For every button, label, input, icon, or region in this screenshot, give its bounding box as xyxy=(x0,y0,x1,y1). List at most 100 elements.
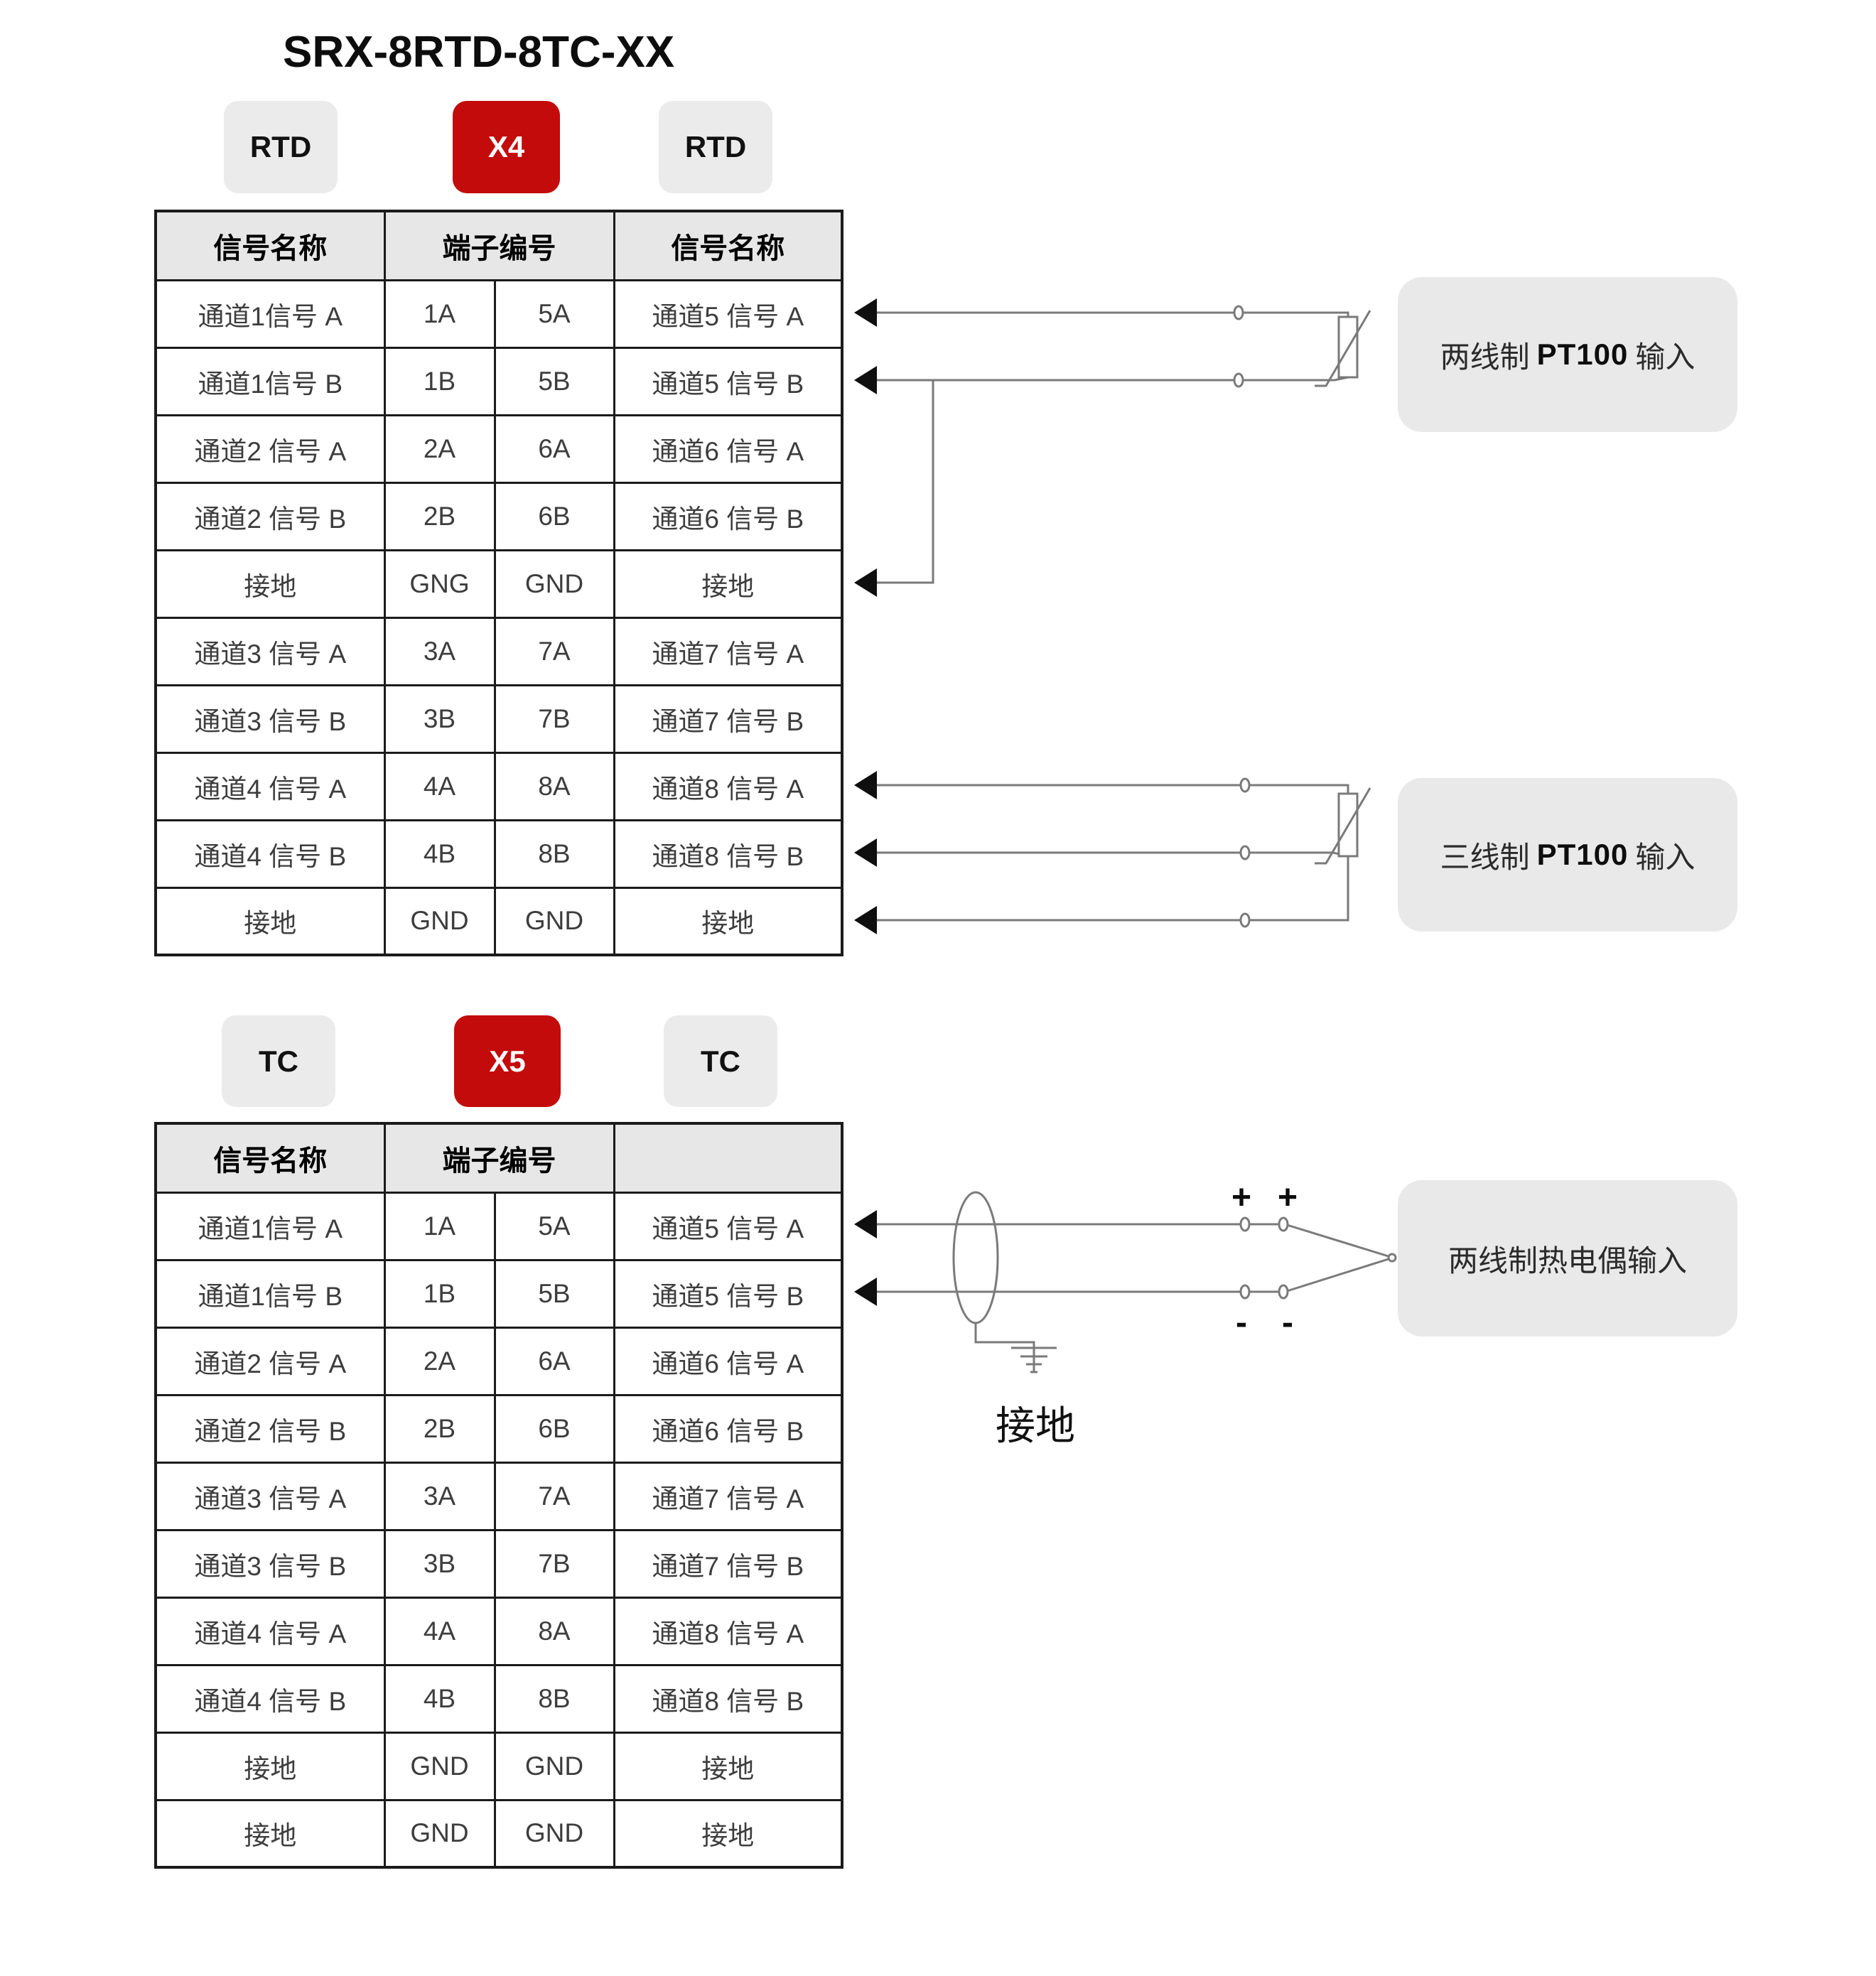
connector-point-icon xyxy=(1239,777,1251,793)
table-cell: 接地 xyxy=(613,1731,843,1801)
wire xyxy=(877,851,1349,858)
label-text: 输入 xyxy=(1635,340,1696,374)
table-cell: 通道3 信号 A xyxy=(154,616,386,686)
table-cell: 2B xyxy=(383,481,496,551)
table-header-row: 信号名称 端子编号 xyxy=(154,1122,843,1194)
table-cell: 1B xyxy=(383,346,496,416)
wire xyxy=(877,784,1349,794)
table-cell: 通道8 信号 B xyxy=(613,819,843,889)
table-cell: 通道5 信号 B xyxy=(613,346,843,416)
table-cell: 2B xyxy=(383,1393,496,1464)
table-cell: 接地 xyxy=(613,1798,843,1869)
table-cell: 通道6 信号 A xyxy=(613,414,843,484)
arrow-left-icon xyxy=(854,568,877,597)
table-cell: 6A xyxy=(493,1326,615,1396)
label-text-bold: PT100 xyxy=(1536,838,1629,871)
wire xyxy=(1284,1257,1391,1293)
table-cell: GND xyxy=(493,1798,615,1869)
junction-point-icon xyxy=(1387,1253,1397,1263)
table-cell: 通道7 信号 A xyxy=(613,616,843,686)
connector-point-icon xyxy=(1233,372,1244,388)
table-cell: 5B xyxy=(493,1258,615,1329)
rtd-resistor-symbol xyxy=(1337,792,1359,858)
col-header-terminal-number: 端子编号 xyxy=(383,210,615,281)
pt100-2wire-arrows xyxy=(854,298,877,597)
table-cell: 通道7 信号 A xyxy=(613,1461,843,1531)
table-cell: 通道1信号 B xyxy=(154,346,386,416)
pt100-3wire-arrows xyxy=(854,771,877,934)
pt100-2wire-wiring xyxy=(877,305,1371,584)
table-cell: 通道7 信号 B xyxy=(613,1528,843,1599)
arrow-left-icon xyxy=(854,906,877,934)
connector-point-icon xyxy=(1239,845,1251,860)
table-cell: 3B xyxy=(383,1528,496,1599)
connector-point-icon xyxy=(1233,305,1244,320)
table-cell: 8A xyxy=(493,1596,615,1666)
pt100-3wire-label: 三线制 PT100 输入 xyxy=(1398,778,1737,932)
connector-type-badge-tc-left: TC xyxy=(222,1015,335,1107)
table-header-row: 信号名称 端子编号 信号名称 xyxy=(154,210,843,281)
ground-label: 接地 xyxy=(996,1405,1075,1449)
table-cell: 7A xyxy=(493,1461,615,1531)
connector-id-badge-x4: X4 xyxy=(453,101,560,193)
table-cell: 通道1信号 B xyxy=(154,1258,386,1329)
table-cell: 通道6 信号 B xyxy=(613,1393,843,1464)
page-title: SRX-8RTD-8TC-XX xyxy=(283,28,675,77)
ground-wire xyxy=(974,1323,1035,1372)
table-cell: 5A xyxy=(493,1191,615,1261)
rtd-resistor-diagonal xyxy=(1315,787,1371,865)
table-cell: 7B xyxy=(493,1528,615,1599)
table-cell: 2A xyxy=(383,1326,496,1396)
table-cell: 通道6 信号 B xyxy=(613,481,843,551)
label-text: 两线制 xyxy=(1440,340,1530,374)
arrow-left-icon xyxy=(854,1210,877,1238)
table-cell: 6B xyxy=(493,481,615,551)
label-text-bold: PT100 xyxy=(1536,338,1629,371)
table-cell: 通道4 信号 A xyxy=(154,751,386,821)
rtd-resistor-symbol xyxy=(1337,315,1359,379)
table-cell: 8B xyxy=(493,819,615,889)
pt100-2wire-label: 两线制 PT100 输入 xyxy=(1398,277,1737,432)
connector-type-badge-rtd-left: RTD xyxy=(224,101,338,193)
pt100-3wire-wiring xyxy=(877,777,1371,928)
polarity-minus-mark: - xyxy=(1282,1304,1293,1341)
table-cell: 通道3 信号 B xyxy=(154,684,386,754)
table-cell: 通道8 信号 B xyxy=(613,1663,843,1734)
col-header-signal-right: 信号名称 xyxy=(613,210,843,281)
table-cell: 通道7 信号 B xyxy=(613,684,843,754)
connector-point-icon xyxy=(1239,1216,1251,1232)
table-cell: 通道3 信号 A xyxy=(154,1461,386,1531)
wire xyxy=(877,856,1349,922)
col-header-terminal-number: 端子编号 xyxy=(383,1122,615,1194)
table-cell: GND xyxy=(493,549,615,619)
earth-ground-icon xyxy=(1011,1346,1057,1373)
table-cell: 通道6 信号 A xyxy=(613,1326,843,1396)
table-cell: 1A xyxy=(383,279,496,349)
table-cell: 5A xyxy=(493,279,615,349)
tc-2wire-label: 两线制热电偶输入 xyxy=(1398,1180,1737,1337)
table-cell: 通道2 信号 A xyxy=(154,1326,386,1396)
table-cell: 接地 xyxy=(154,886,386,956)
table-cell: 通道4 信号 B xyxy=(154,1663,386,1734)
arrow-left-icon xyxy=(854,366,877,394)
table-cell: 通道8 信号 A xyxy=(613,751,843,821)
wire xyxy=(1284,1223,1391,1258)
table-cell: 7A xyxy=(493,616,615,686)
table-cell: 8A xyxy=(493,751,615,821)
table-cell: 通道4 信号 B xyxy=(154,819,386,889)
table-cell: 6A xyxy=(493,414,615,484)
arrow-left-icon xyxy=(854,771,877,799)
